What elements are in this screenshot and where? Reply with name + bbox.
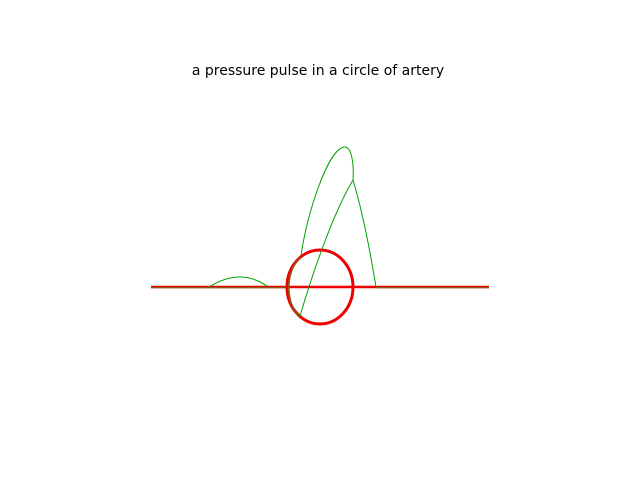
tall-pulse-diagonal — [299, 179, 354, 317]
figure-title: a pressure pulse in a circle of artery — [191, 63, 445, 79]
tall-pulse-outer-curve — [300, 146, 354, 256]
tall-pulse-right-descent — [352, 179, 377, 288]
small-pulse-curve — [208, 276, 268, 288]
artery-circle — [285, 248, 355, 326]
artery-circle-overlay — [288, 256, 302, 319]
